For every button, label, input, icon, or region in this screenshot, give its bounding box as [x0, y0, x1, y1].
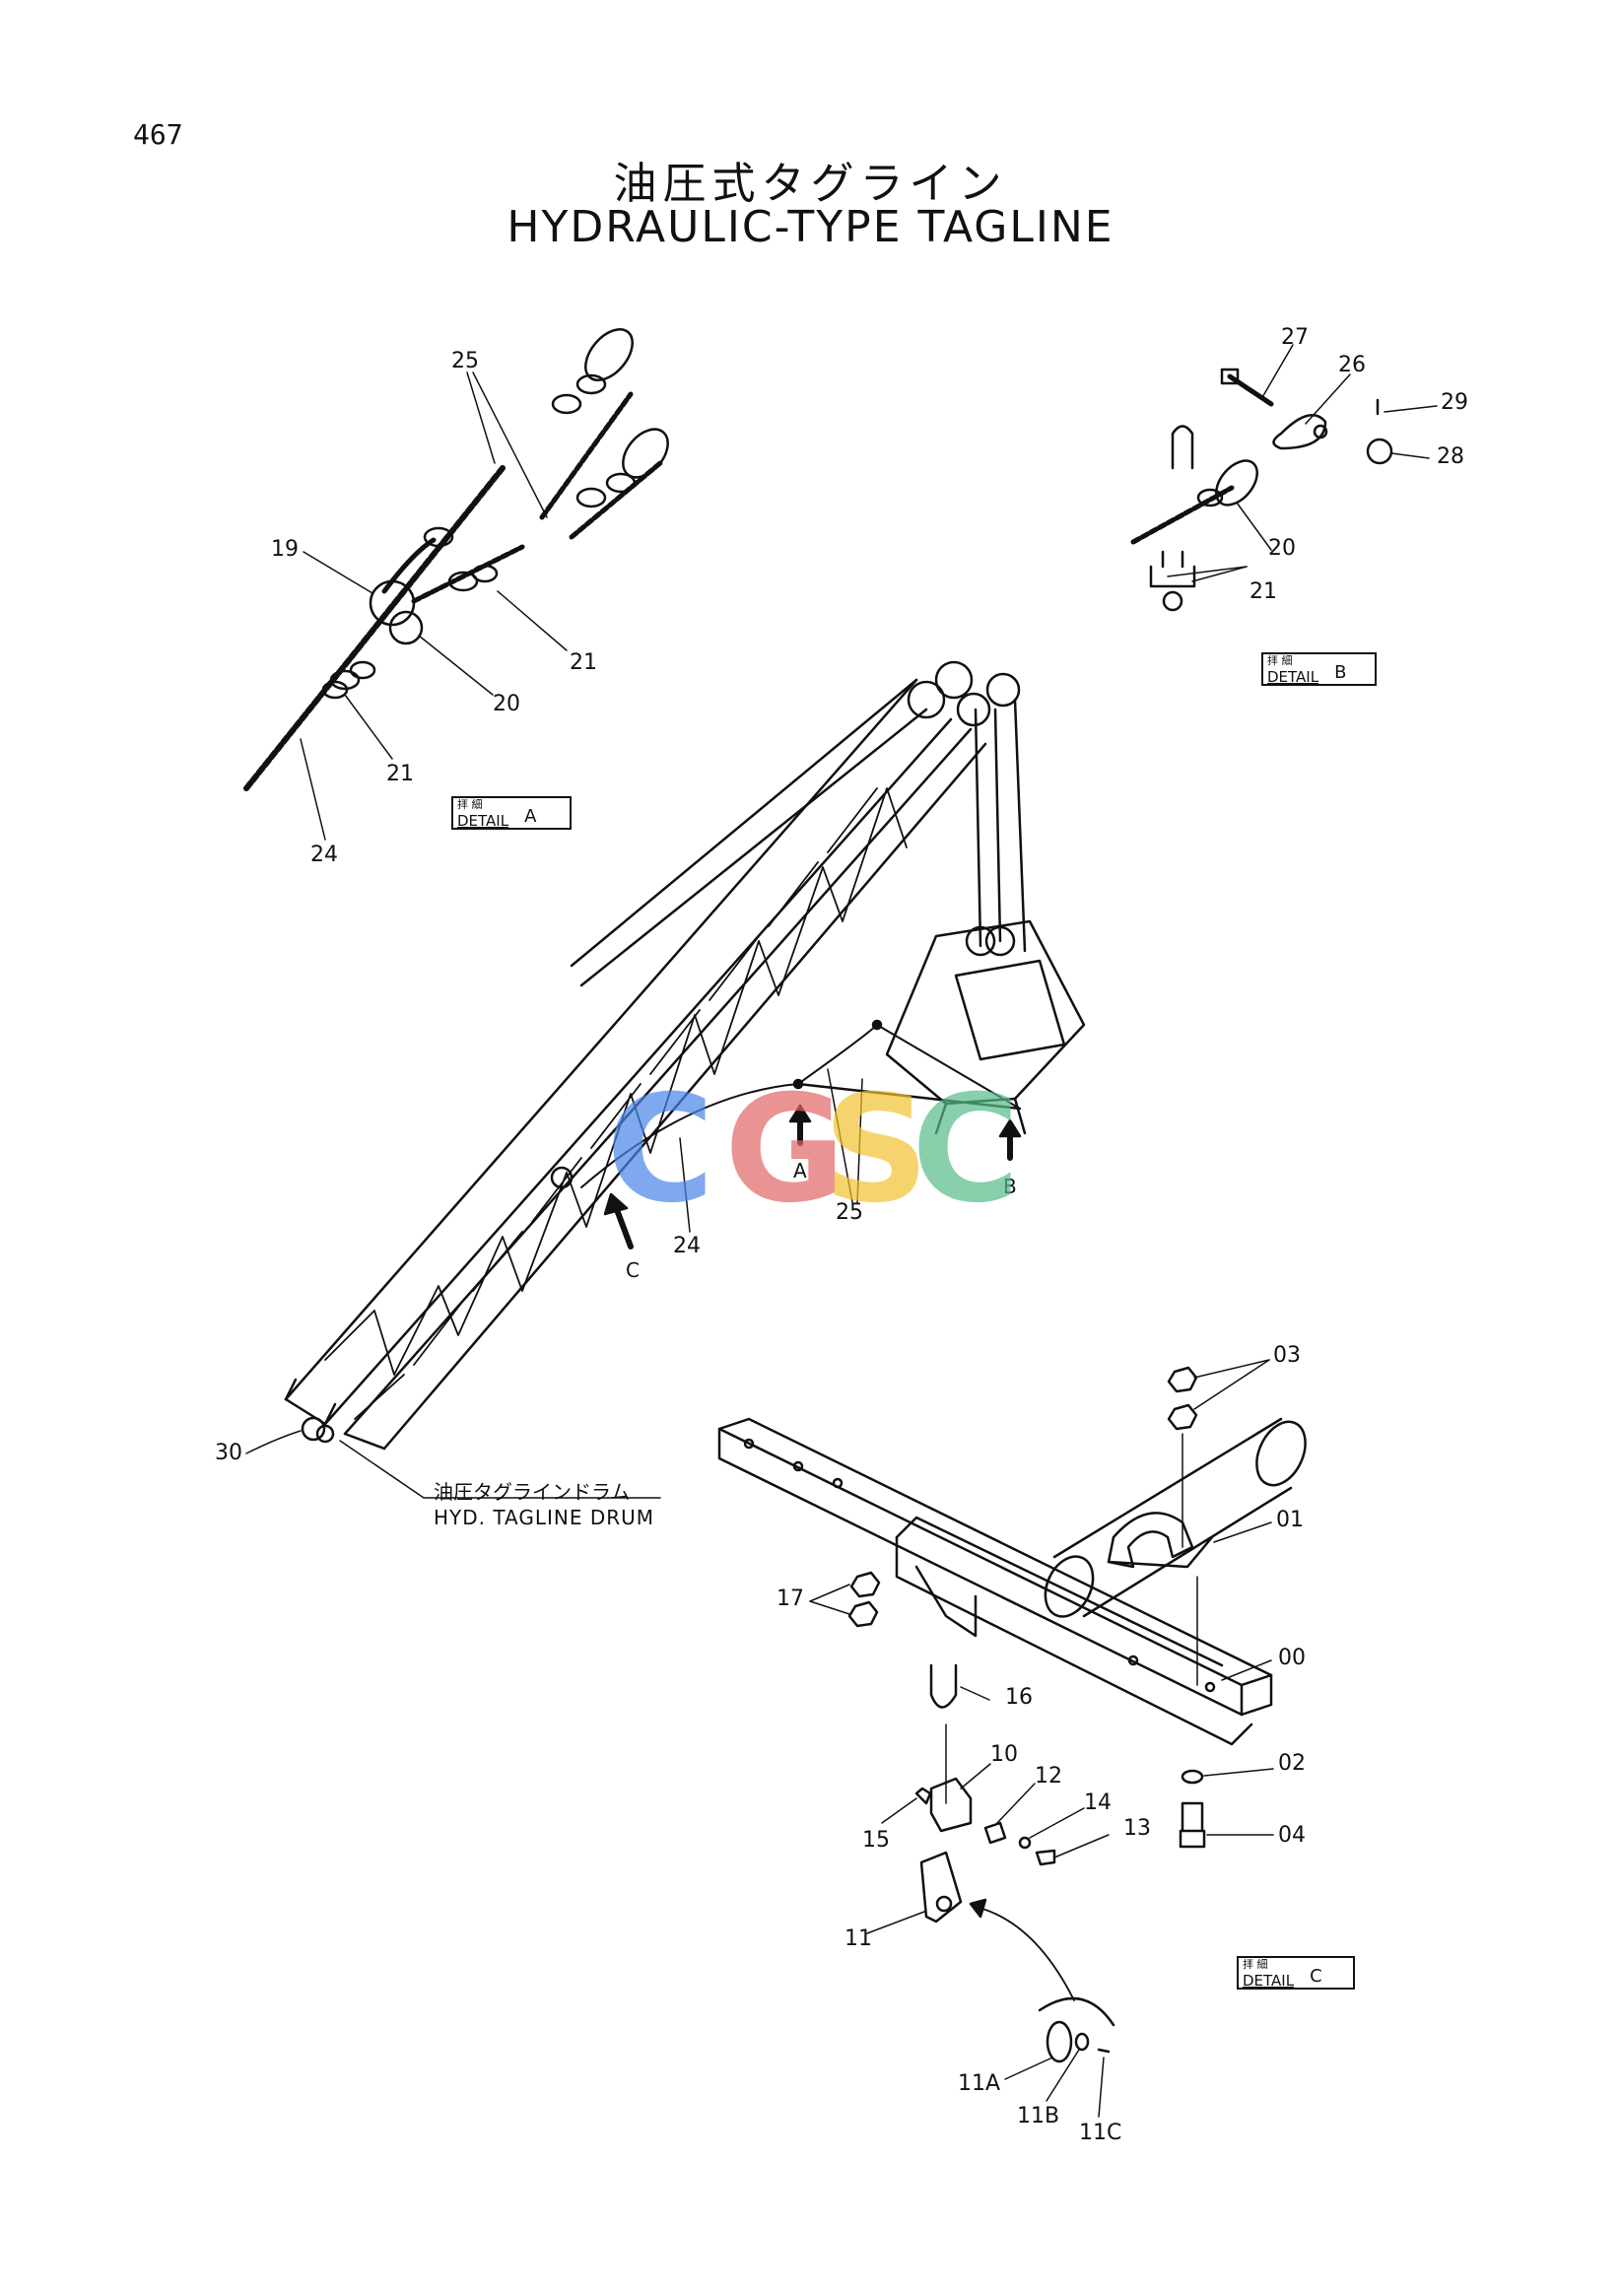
watermark-letter: G — [724, 1064, 846, 1236]
part-number-01: 01 — [1276, 1508, 1304, 1532]
crane-boom-illustration — [245, 660, 1086, 1499]
part-number-11b: 11B — [1017, 2104, 1060, 2128]
part-number-03: 03 — [1273, 1343, 1301, 1368]
part-number-20: 20 — [1268, 536, 1296, 561]
detail-a-illustration — [243, 328, 669, 841]
title-japanese: 油圧式タグライン — [613, 159, 1008, 209]
drum-label-japanese: 油圧タグラインドラム — [434, 1480, 631, 1504]
part-number-20: 20 — [493, 692, 520, 716]
part-number-04: 04 — [1278, 1823, 1306, 1848]
part-number-21: 21 — [570, 650, 597, 675]
part-number-26: 26 — [1338, 353, 1366, 377]
arrow-label-b: B — [1003, 1175, 1017, 1198]
watermark-letter: C — [912, 1064, 1021, 1236]
drum-label-english: HYD. TAGLINE DRUM — [434, 1506, 655, 1529]
part-number-21: 21 — [386, 762, 414, 786]
part-number-11a: 11A — [958, 2071, 1001, 2096]
part-number-19: 19 — [271, 537, 299, 562]
part-number-27: 27 — [1281, 325, 1309, 350]
part-number-24: 24 — [673, 1234, 701, 1258]
part-number-17: 17 — [777, 1587, 804, 1611]
part-number-21: 21 — [1250, 579, 1277, 604]
part-number-30: 30 — [215, 1441, 242, 1465]
part-number-12: 12 — [1035, 1764, 1062, 1789]
arrow-label-c: C — [626, 1258, 640, 1282]
part-number-28: 28 — [1437, 444, 1464, 469]
part-number-25: 25 — [836, 1200, 863, 1225]
part-number-00: 00 — [1278, 1646, 1306, 1670]
arrow-label-a: A — [793, 1159, 807, 1182]
part-number-15: 15 — [862, 1828, 890, 1853]
watermark-letter: C — [606, 1064, 715, 1236]
part-number-10: 10 — [990, 1742, 1018, 1767]
detail-c-label: 拝 細 DETAIL C — [1237, 1956, 1355, 1990]
part-number-13: 13 — [1123, 1816, 1151, 1841]
part-number-02: 02 — [1278, 1751, 1306, 1776]
title-english: HYDRAULIC-TYPE TAGLINE — [507, 202, 1114, 252]
page-number: 467 — [133, 118, 183, 151]
part-number-25: 25 — [451, 349, 479, 373]
watermark-letter: S — [823, 1064, 930, 1236]
detail-a-label: 拝 細 DETAIL A — [451, 796, 572, 830]
part-number-24: 24 — [310, 843, 338, 867]
part-number-11: 11 — [844, 1926, 872, 1951]
detail-b-label: 拝 細 DETAIL B — [1261, 652, 1377, 686]
part-number-29: 29 — [1441, 390, 1468, 415]
part-number-16: 16 — [1005, 1685, 1033, 1710]
detail-c-illustration — [717, 1359, 1307, 2118]
detail-b-illustration — [1130, 344, 1438, 612]
part-number-14: 14 — [1084, 1790, 1112, 1815]
part-number-11c: 11C — [1079, 2121, 1122, 2145]
